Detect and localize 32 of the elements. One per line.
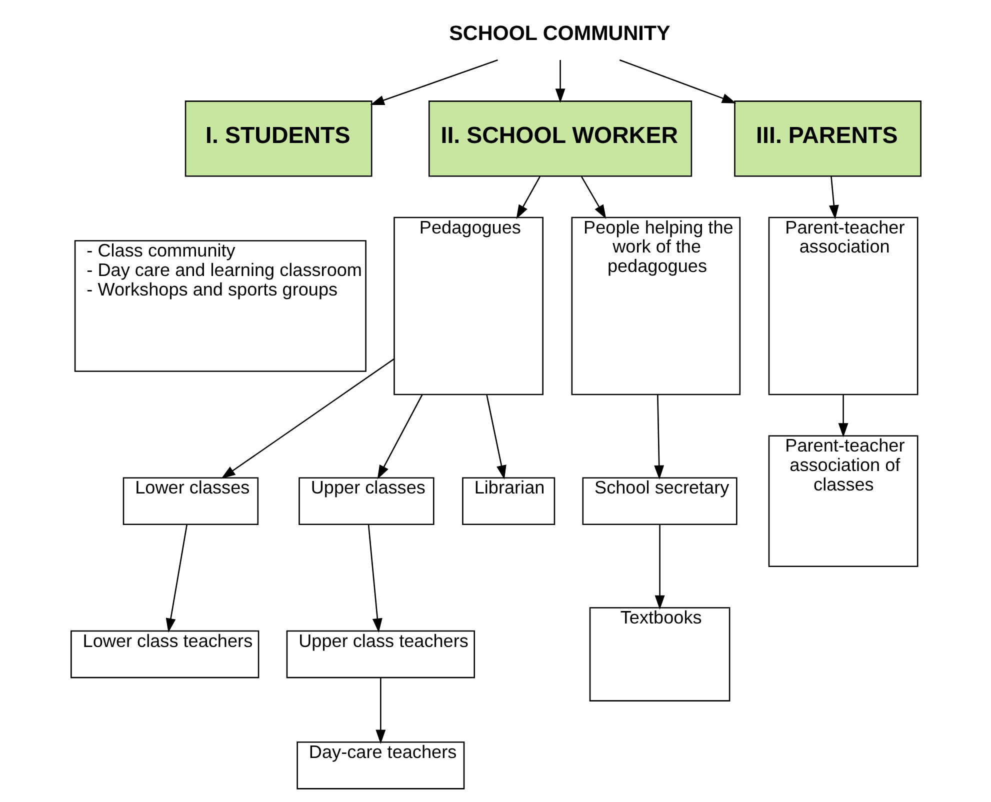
arrow xyxy=(838,394,848,438)
node-box: Upper class teachers xyxy=(286,630,474,678)
arrow xyxy=(828,176,838,220)
node-box: Librarian xyxy=(462,477,555,526)
node-box: - Class community - Day care and learning classroom - Workshops and sports groups xyxy=(74,240,366,372)
node-box: Upper classes xyxy=(298,477,434,526)
arrow xyxy=(654,524,664,610)
arrow xyxy=(370,59,498,106)
arrow xyxy=(486,394,506,480)
arrow xyxy=(367,524,382,633)
arrow xyxy=(165,524,188,633)
node-box: Parent-teacher association xyxy=(768,216,918,396)
arrow xyxy=(580,176,606,220)
node-box: III. PARENTS xyxy=(734,100,921,177)
node-box: II. SCHOOL WORKER xyxy=(428,100,692,177)
node-box: Textbooks xyxy=(588,607,730,702)
arrow xyxy=(376,394,422,480)
node-box: Lower classes xyxy=(122,477,258,526)
node-box: Lower class teachers xyxy=(70,630,259,678)
arrow xyxy=(375,678,386,744)
arrow xyxy=(516,176,540,220)
node-box: Pedagogues xyxy=(393,216,543,396)
arrow xyxy=(220,358,394,479)
node-text: SCHOOL COMMUNITY xyxy=(448,22,670,46)
arrow xyxy=(554,60,565,103)
arrow xyxy=(654,394,664,480)
arrow xyxy=(618,59,736,104)
node-box: People helping the work of the pedagogues xyxy=(570,216,740,396)
node-box: School secretary xyxy=(582,477,737,526)
node-box: Day-care teachers xyxy=(296,742,464,790)
node-box: Parent-teacher association of classes xyxy=(768,435,918,568)
node-box: I. STUDENTS xyxy=(184,100,372,177)
